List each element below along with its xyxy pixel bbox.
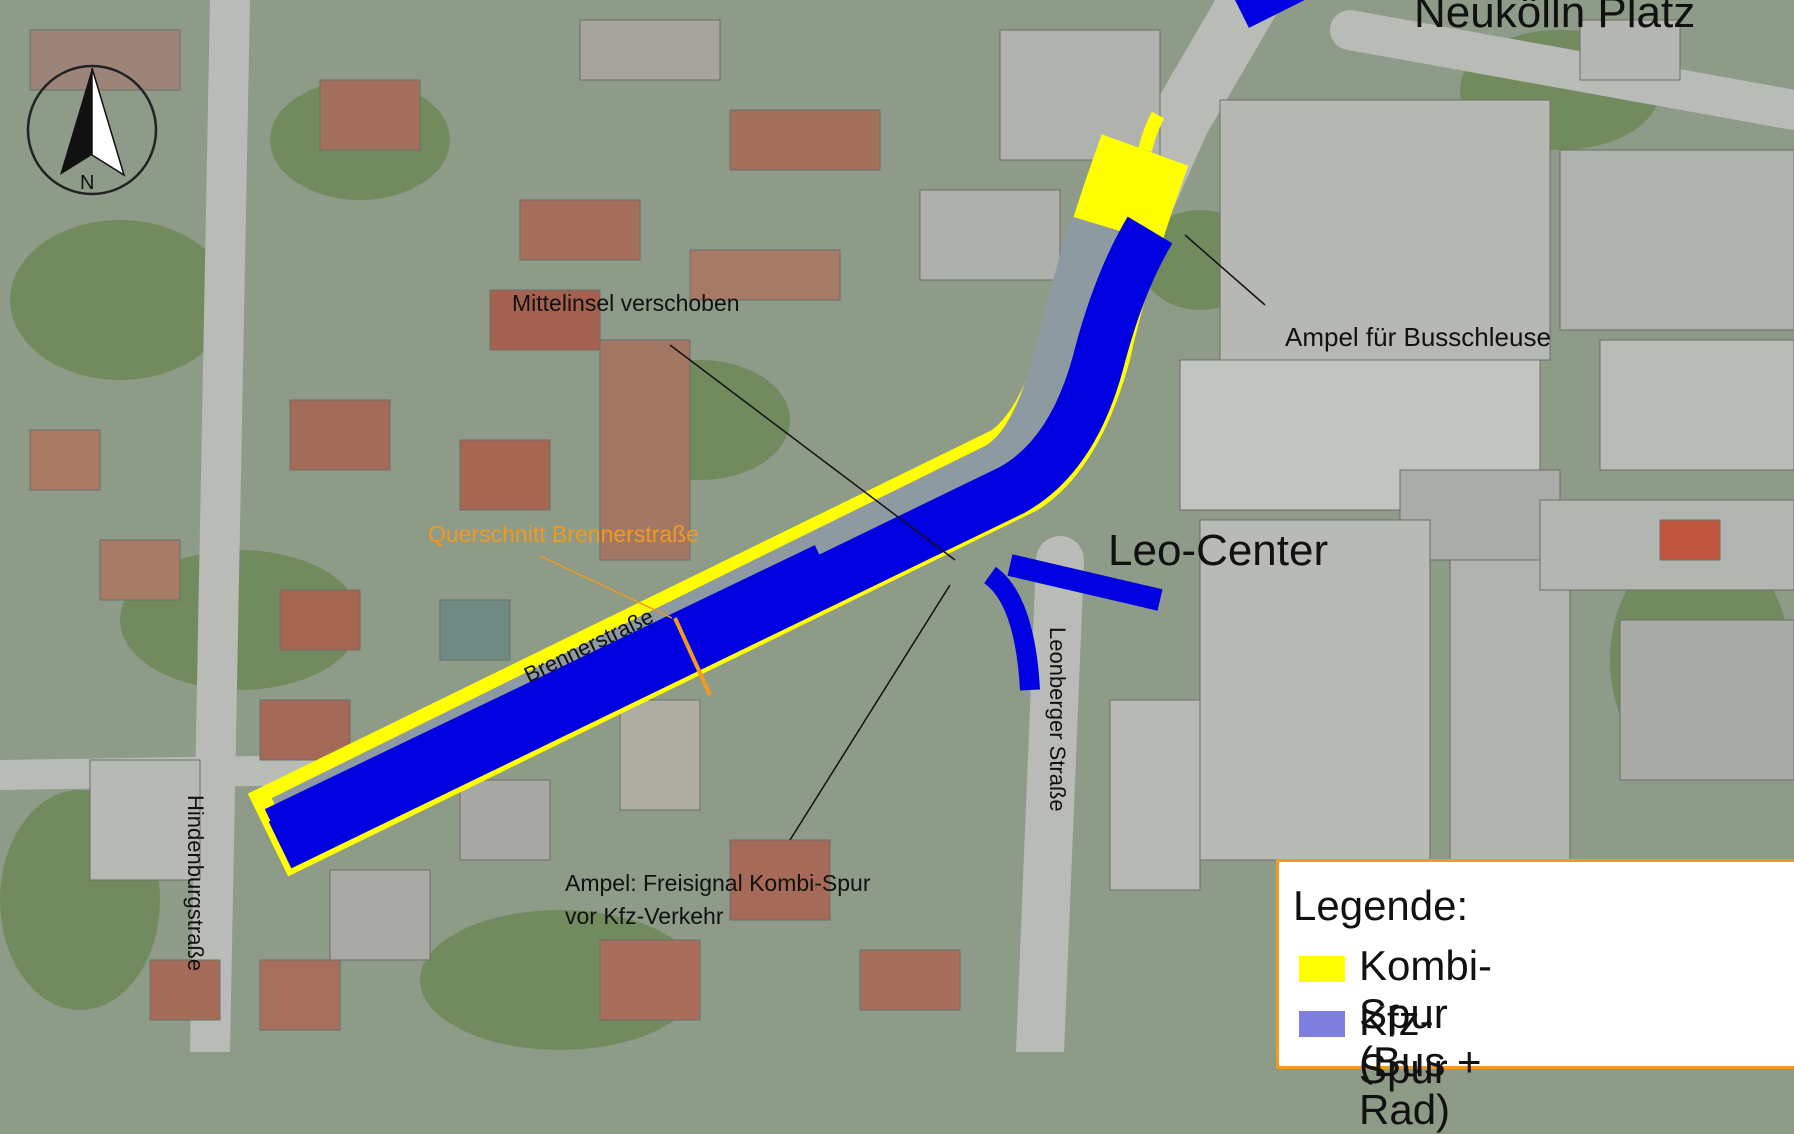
annotation-signal-line2: vor Kfz-Verkehr (565, 903, 724, 929)
kfz-lane-leonberger (983, 566, 1040, 691)
bus-signal-leader (1184, 234, 1266, 306)
kfz-lane-north-tip (1235, 0, 1305, 28)
street-label-hindenburg: Hindenburgstraße (183, 795, 208, 972)
section-label: Querschnitt Brennerstraße (428, 521, 700, 547)
legend-label-kfz: Kfz-Spur (1359, 997, 1448, 1092)
place-label-top: Neukölln Platz (1414, 0, 1696, 37)
kombi-lane-north (1138, 111, 1165, 152)
kfz-lane-east (1007, 554, 1163, 611)
kfz-lane-brenner (268, 216, 1173, 869)
legend: Legende: Kombi-Spur (Bus + Rad) Kfz-Spur (1276, 859, 1794, 1133)
aerial-map (0, 0, 1794, 1052)
legend-swatch-kfz (1299, 1011, 1345, 1037)
section-leader (539, 555, 673, 619)
buildings (29, 19, 1794, 1031)
street-label-leonberger: Leonberger Straße (1045, 627, 1070, 812)
legend-swatch-kombi (1299, 956, 1345, 982)
north-label: N (80, 172, 95, 194)
legend-title: Legende: (1293, 882, 1469, 929)
section-line (673, 617, 712, 696)
annotation-bus-signal: Ampel für Busschleuse (1285, 322, 1551, 352)
annotation-signal-line1: Ampel: Freisignal Kombi-Spur (565, 870, 871, 896)
kfz-lane-brenner-west (264, 545, 826, 831)
median-leader (669, 344, 956, 561)
north-arrow-icon (26, 64, 158, 196)
place-label-center: Leo-Center (1108, 526, 1329, 575)
signal-leader (789, 584, 951, 841)
annotation-median: Mittelinsel verschoben (512, 290, 740, 316)
